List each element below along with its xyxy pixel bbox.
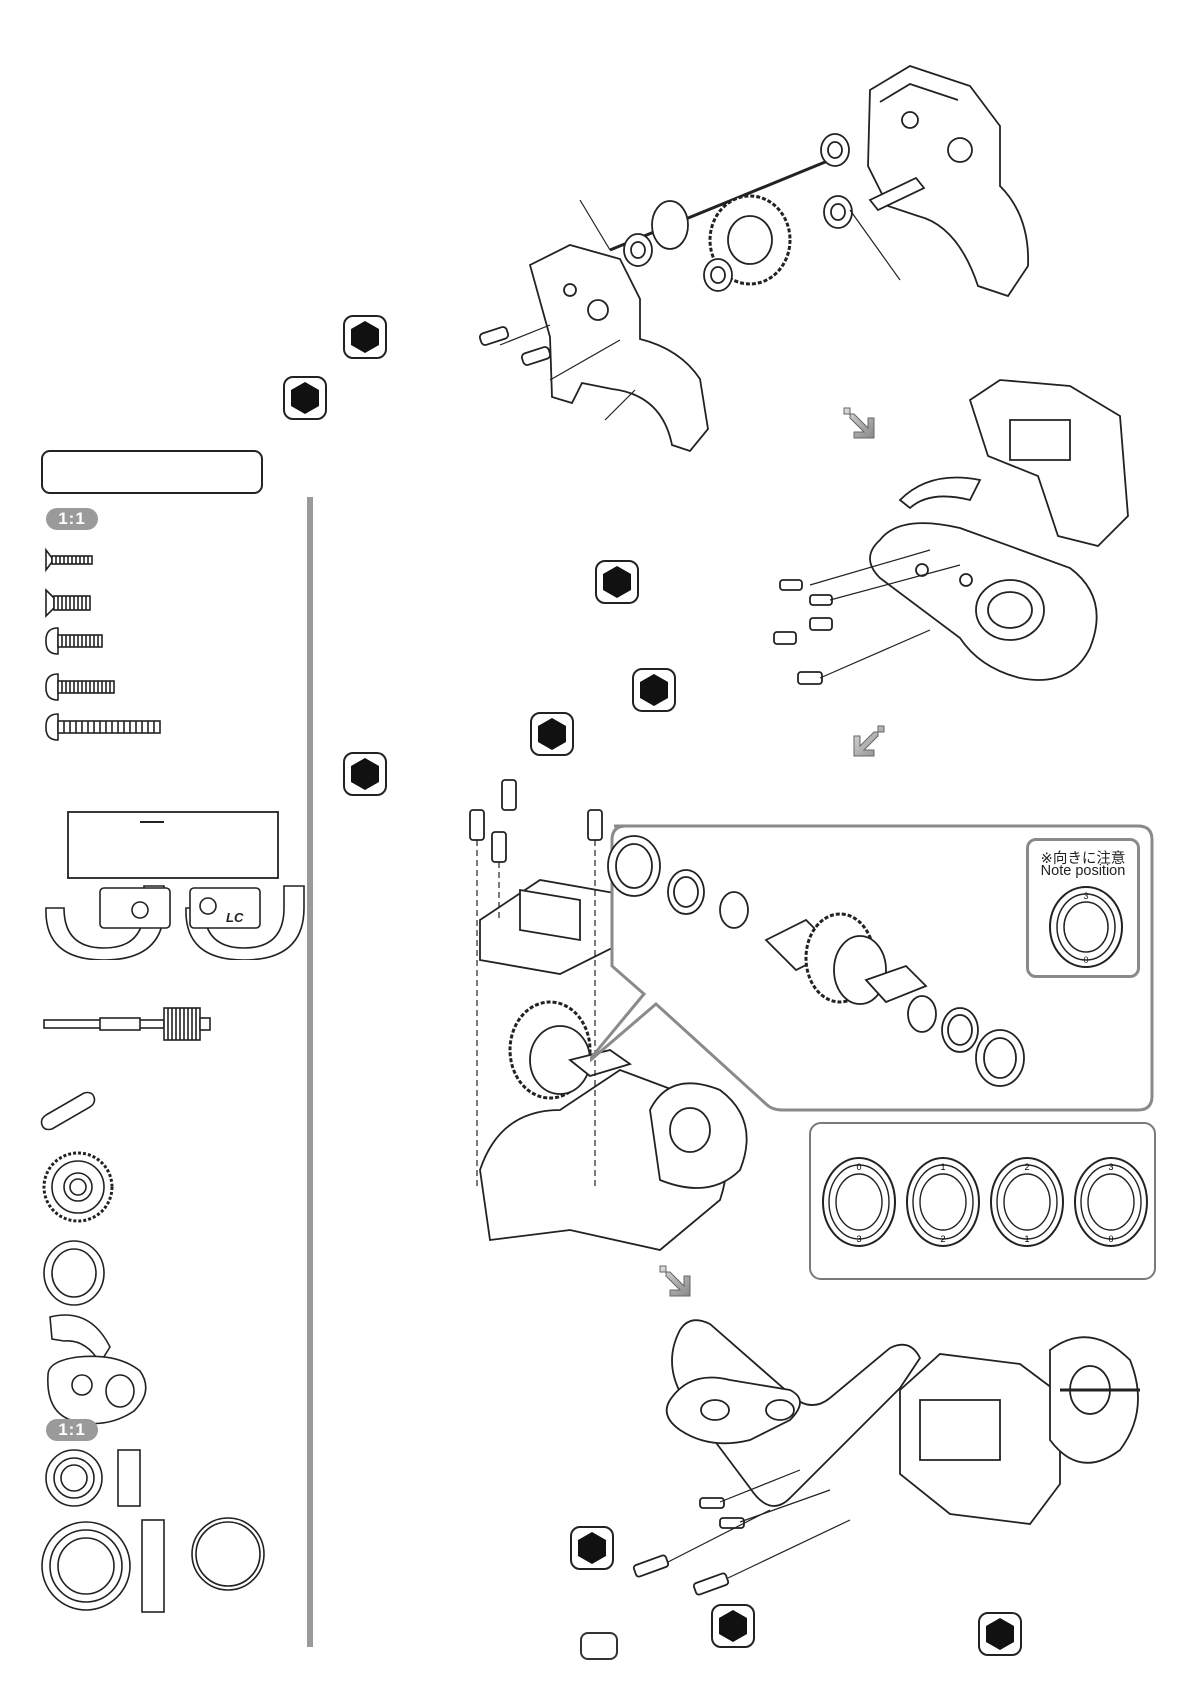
- step2-motor-plate-drawing: [770, 370, 1150, 700]
- svg-text:LC: LC: [226, 910, 244, 925]
- note-en-text: Note position: [1029, 863, 1137, 879]
- spacer-position-1: 1 2: [903, 1152, 983, 1252]
- spacer-label-top: 0: [856, 1162, 861, 1172]
- step4-chassis-assembly-drawing: [620, 1310, 1160, 1600]
- spacer-position-2: 2 1: [987, 1152, 1067, 1252]
- hex-wrench-icon: [348, 320, 382, 354]
- spacer-label-bottom: 2: [940, 1234, 945, 1244]
- step-arrow-icon: [852, 722, 888, 758]
- note-spacer-icon: 3 0: [1047, 885, 1125, 969]
- hex-wrench-badge: [978, 1612, 1022, 1656]
- hex-wrench-badge: [570, 1526, 614, 1570]
- scale-badge-bottom: 1:1: [46, 1419, 98, 1441]
- hex-wrench-icon: [535, 717, 569, 751]
- hex-wrench-badge: [595, 560, 639, 604]
- parts-misc-illustration: [40, 1085, 170, 1440]
- parts-gearbox-case-illustration: LC: [40, 810, 305, 960]
- page-number-box: [580, 1632, 618, 1660]
- hex-wrench-badge: [343, 752, 387, 796]
- note-top-mark: 3: [1083, 891, 1088, 901]
- hex-wrench-badge: [343, 315, 387, 359]
- parts-bearings-illustration: [40, 1446, 280, 1646]
- hex-wrench-icon: [348, 757, 382, 791]
- hex-wrench-badge: [530, 712, 574, 756]
- spacer-label-bottom: 3: [856, 1234, 861, 1244]
- hex-wrench-icon: [983, 1617, 1017, 1651]
- hex-wrench-icon: [637, 673, 671, 707]
- spacer-position-3: 3 0: [1071, 1152, 1151, 1252]
- hex-wrench-badge: [711, 1604, 755, 1648]
- note-bottom-mark: 0: [1083, 955, 1088, 965]
- spacer-label-bottom: 1: [1024, 1234, 1029, 1244]
- parts-divider: [307, 497, 313, 1647]
- hex-wrench-badge: [283, 376, 327, 420]
- scale-badge-top: 1:1: [46, 508, 98, 530]
- hex-wrench-icon: [575, 1531, 609, 1565]
- spacer-positions-panel: 0 3 1 2 2 1 3 0: [809, 1122, 1156, 1280]
- spacer-position-0: 0 3: [819, 1152, 899, 1252]
- hex-wrench-icon: [288, 381, 322, 415]
- spacer-label-top: 1: [940, 1162, 945, 1172]
- hex-wrench-icon: [600, 565, 634, 599]
- parts-shaft-illustration: [40, 1000, 215, 1050]
- spacer-label-top: 2: [1024, 1162, 1029, 1172]
- note-position-box: ※向きに注意 Note position 3 0: [1026, 838, 1140, 978]
- hex-wrench-icon: [716, 1609, 750, 1643]
- hex-wrench-badge: [632, 668, 676, 712]
- parts-screws-illustration: [40, 540, 170, 760]
- parts-list-header-box: [41, 450, 263, 494]
- spacer-label-bottom: 0: [1108, 1234, 1113, 1244]
- spacer-label-top: 3: [1108, 1162, 1113, 1172]
